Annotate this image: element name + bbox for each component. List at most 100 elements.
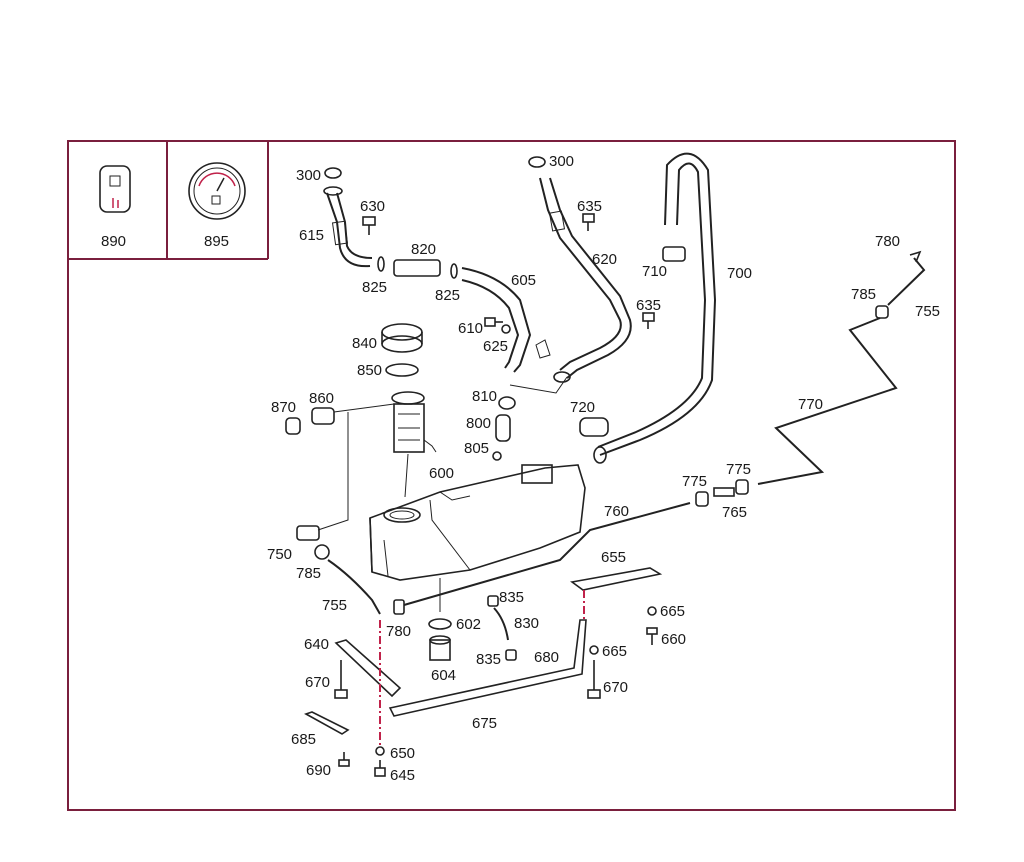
tube-755-left[interactable] <box>327 559 381 615</box>
strap-675[interactable] <box>388 619 587 717</box>
fuel-tank[interactable] <box>369 464 586 581</box>
callout-825-right: 825 <box>435 287 460 304</box>
clamp-825-right[interactable] <box>450 263 458 279</box>
filler-hose-605[interactable] <box>461 267 551 373</box>
clamp-775-right[interactable] <box>735 479 749 495</box>
bolt-670-right[interactable] <box>587 660 601 699</box>
clamp-835-upper[interactable] <box>487 595 499 607</box>
callout-670-left: 670 <box>305 674 330 691</box>
filler-neck-right[interactable] <box>528 156 632 383</box>
vent-pipe-700[interactable] <box>593 152 717 464</box>
callout-780-right: 780 <box>875 233 900 250</box>
callout-685: 685 <box>291 731 316 748</box>
bolt-635-lower[interactable] <box>642 312 655 329</box>
inset-label-895: 895 <box>204 233 229 250</box>
callout-655: 655 <box>601 549 626 566</box>
callout-680: 680 <box>534 649 559 666</box>
callout-750: 750 <box>267 546 292 563</box>
callout-635-lower: 635 <box>636 297 661 314</box>
washer-665-upper[interactable] <box>647 606 657 616</box>
washer-665-lower[interactable] <box>589 645 599 655</box>
callout-825-left: 825 <box>362 279 387 296</box>
callout-760: 760 <box>604 503 629 520</box>
connector-800[interactable] <box>495 414 511 442</box>
filler-neck-left[interactable] <box>323 167 373 268</box>
filter-860[interactable] <box>311 407 335 425</box>
callout-300-left: 300 <box>296 167 321 184</box>
callout-300-right: 300 <box>549 153 574 170</box>
connector-750[interactable] <box>296 525 320 541</box>
callout-labels: 300 630 615 820 825 825 605 300 635 620 … <box>101 153 940 784</box>
callout-602: 602 <box>456 616 481 633</box>
callout-700: 700 <box>727 265 752 282</box>
callout-755-left: 755 <box>322 597 347 614</box>
callout-780-left: 780 <box>386 623 411 640</box>
callout-785-right: 785 <box>851 286 876 303</box>
callout-860: 860 <box>309 390 334 407</box>
clip-710[interactable] <box>662 246 686 262</box>
tube-770[interactable] <box>757 317 898 485</box>
callout-785-left: 785 <box>296 565 321 582</box>
bracket-640[interactable] <box>334 639 402 698</box>
fitting-780-left[interactable] <box>393 599 405 615</box>
clamp-805[interactable] <box>492 451 502 461</box>
seal-602[interactable] <box>428 618 452 630</box>
bolt-635-upper[interactable] <box>582 213 595 231</box>
callout-600: 600 <box>429 465 454 482</box>
callout-620: 620 <box>592 251 617 268</box>
clamp-835-lower[interactable] <box>505 649 517 661</box>
callout-665-upper: 665 <box>660 603 685 620</box>
tube-755-right[interactable] <box>887 257 926 306</box>
lock-ring-840[interactable] <box>381 323 423 353</box>
seal-ring-850[interactable] <box>385 363 419 377</box>
callout-665-lower: 665 <box>602 643 627 660</box>
callout-605: 605 <box>511 272 536 289</box>
clamp-825-left[interactable] <box>377 256 385 272</box>
callout-610: 610 <box>458 320 483 337</box>
callout-645: 645 <box>390 767 415 784</box>
clamp-785-right[interactable] <box>875 305 889 319</box>
fuel-pump-unit-600[interactable] <box>391 391 437 453</box>
bracket-655[interactable] <box>570 567 663 591</box>
fuel-gauge-icon[interactable] <box>188 162 246 220</box>
leader-860 <box>333 403 395 413</box>
hose-820[interactable] <box>393 259 441 277</box>
callout-775-left: 775 <box>682 473 707 490</box>
bolt-610[interactable] <box>484 317 503 327</box>
callout-710: 710 <box>642 263 667 280</box>
callout-830: 830 <box>514 615 539 632</box>
callout-755-right: 755 <box>915 303 940 320</box>
inset-label-890: 890 <box>101 233 126 250</box>
callout-675: 675 <box>472 715 497 732</box>
callout-870: 870 <box>271 399 296 416</box>
callout-820: 820 <box>411 241 436 258</box>
reference-lines <box>379 590 585 748</box>
fitting-780-right[interactable] <box>909 250 922 263</box>
bolt-630[interactable] <box>362 216 376 235</box>
callout-720: 720 <box>570 399 595 416</box>
clamp-810[interactable] <box>498 396 516 410</box>
bolt-645[interactable] <box>374 760 386 777</box>
clamp-775-left[interactable] <box>695 491 709 507</box>
clamp-785-left[interactable] <box>314 544 330 560</box>
clamp-870[interactable] <box>285 417 301 435</box>
strap-685[interactable] <box>304 711 350 735</box>
bolt-690[interactable] <box>338 752 350 767</box>
hose-830[interactable] <box>493 607 509 641</box>
callout-840: 840 <box>352 335 377 352</box>
fuel-level-sensor-icon[interactable] <box>99 165 131 213</box>
washer-650[interactable] <box>375 746 385 756</box>
inset-panel <box>67 141 269 260</box>
washer-625[interactable] <box>501 324 511 334</box>
callout-835-lower: 835 <box>476 651 501 668</box>
callout-770: 770 <box>798 396 823 413</box>
callout-810: 810 <box>472 388 497 405</box>
connector-765[interactable] <box>713 487 735 497</box>
drain-plug-604[interactable] <box>429 635 451 661</box>
callout-630: 630 <box>360 198 385 215</box>
bolt-670-left[interactable] <box>334 660 348 699</box>
callout-835-upper: 835 <box>499 589 524 606</box>
tube-760[interactable] <box>403 502 691 606</box>
bolt-660[interactable] <box>646 627 658 645</box>
grommet-720[interactable] <box>579 417 609 437</box>
